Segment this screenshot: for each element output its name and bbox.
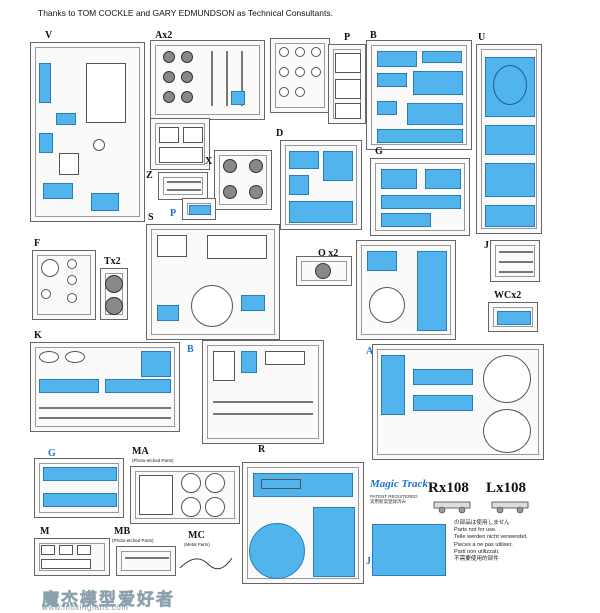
sprue-wc [488, 302, 538, 332]
label-g-blue: G [48, 448, 56, 459]
magic-track-logo: Magic Track [370, 478, 428, 490]
sprue-ax2 [150, 40, 265, 120]
sprue-b-lower [202, 340, 324, 444]
label-d: D [276, 128, 284, 139]
label-p-top: P [344, 32, 351, 43]
sprue-g-top [370, 158, 470, 236]
label-z: Z [146, 170, 153, 181]
sprue-d [280, 140, 362, 230]
label-mb: MB [114, 526, 131, 537]
track-link-icon-rx [433, 501, 471, 514]
label-m: M [40, 526, 50, 537]
ma-sublabel: (Photo-etched Parts) [132, 458, 174, 463]
label-x: X [205, 156, 213, 167]
mc-sublabel: (Metal Parts) [184, 542, 210, 547]
sprue-z [158, 172, 208, 200]
credit-line: Thanks to TOM COCKLE and GARY EDMUNDSON … [38, 8, 333, 18]
label-k: K [34, 330, 42, 341]
mb-sublabel: (Photo-etched Parts) [112, 538, 154, 543]
sprue-b-top [366, 40, 472, 150]
label-u: U [478, 32, 486, 43]
sprue-a [372, 344, 544, 460]
sprue-s [146, 224, 280, 340]
label-a: A [366, 346, 374, 357]
label-b-top: B [370, 30, 377, 41]
track-link-icon-lx [491, 501, 529, 514]
track-rx-label: Rx108 [428, 480, 469, 496]
sprue-k [30, 342, 180, 432]
sprue-q [296, 256, 352, 286]
label-ax2: Ax2 [155, 30, 173, 41]
label-qx2: Q x2 [318, 248, 339, 259]
sprue-t [100, 268, 128, 320]
watermark-url: www.moxingfans.com [42, 603, 129, 612]
sprue-p-top [328, 44, 366, 124]
unused-parts-legend: の部品は使用しません Parts not for use. Teile werd… [454, 520, 528, 563]
sprue-p-small [182, 198, 216, 220]
label-g-top: G [375, 146, 383, 157]
sprue-f [32, 250, 96, 320]
label-mc: MC [188, 530, 205, 541]
label-j-top: J [484, 240, 489, 251]
watermark-chinese: 魔杰模型爱好者 [42, 590, 175, 610]
label-r: R [258, 444, 266, 455]
label-f: F [34, 238, 41, 249]
sprue-j-top [490, 240, 540, 282]
sprue-u [476, 44, 542, 234]
label-p-blue: P [170, 208, 177, 219]
label-s: S [148, 212, 154, 223]
label-v: V [45, 30, 53, 41]
label-tx2: Tx2 [104, 256, 121, 267]
sprue-ax2-frame [150, 118, 210, 170]
sprue-x [214, 150, 272, 210]
sprue-r [242, 462, 364, 584]
patent-text: PATENT REGISTERED 実用新案登録済み [370, 494, 418, 504]
sprue-v [30, 42, 145, 222]
unused-parts-swatch [372, 524, 446, 576]
sprue-m [34, 538, 110, 576]
track-lx-label: Lx108 [486, 480, 527, 496]
sprue-g-lower [356, 240, 456, 340]
sprue-g-bottom [34, 458, 124, 518]
sprue-ma [130, 466, 240, 524]
metal-part-wire [179, 557, 233, 570]
label-wcx2: WCx2 [494, 290, 522, 301]
label-b-blue: B [187, 344, 194, 355]
sprue-ax2-extra [270, 38, 330, 113]
sprue-mb [116, 546, 176, 576]
label-j-blue: J [366, 556, 371, 567]
label-ma: MA [132, 446, 149, 457]
